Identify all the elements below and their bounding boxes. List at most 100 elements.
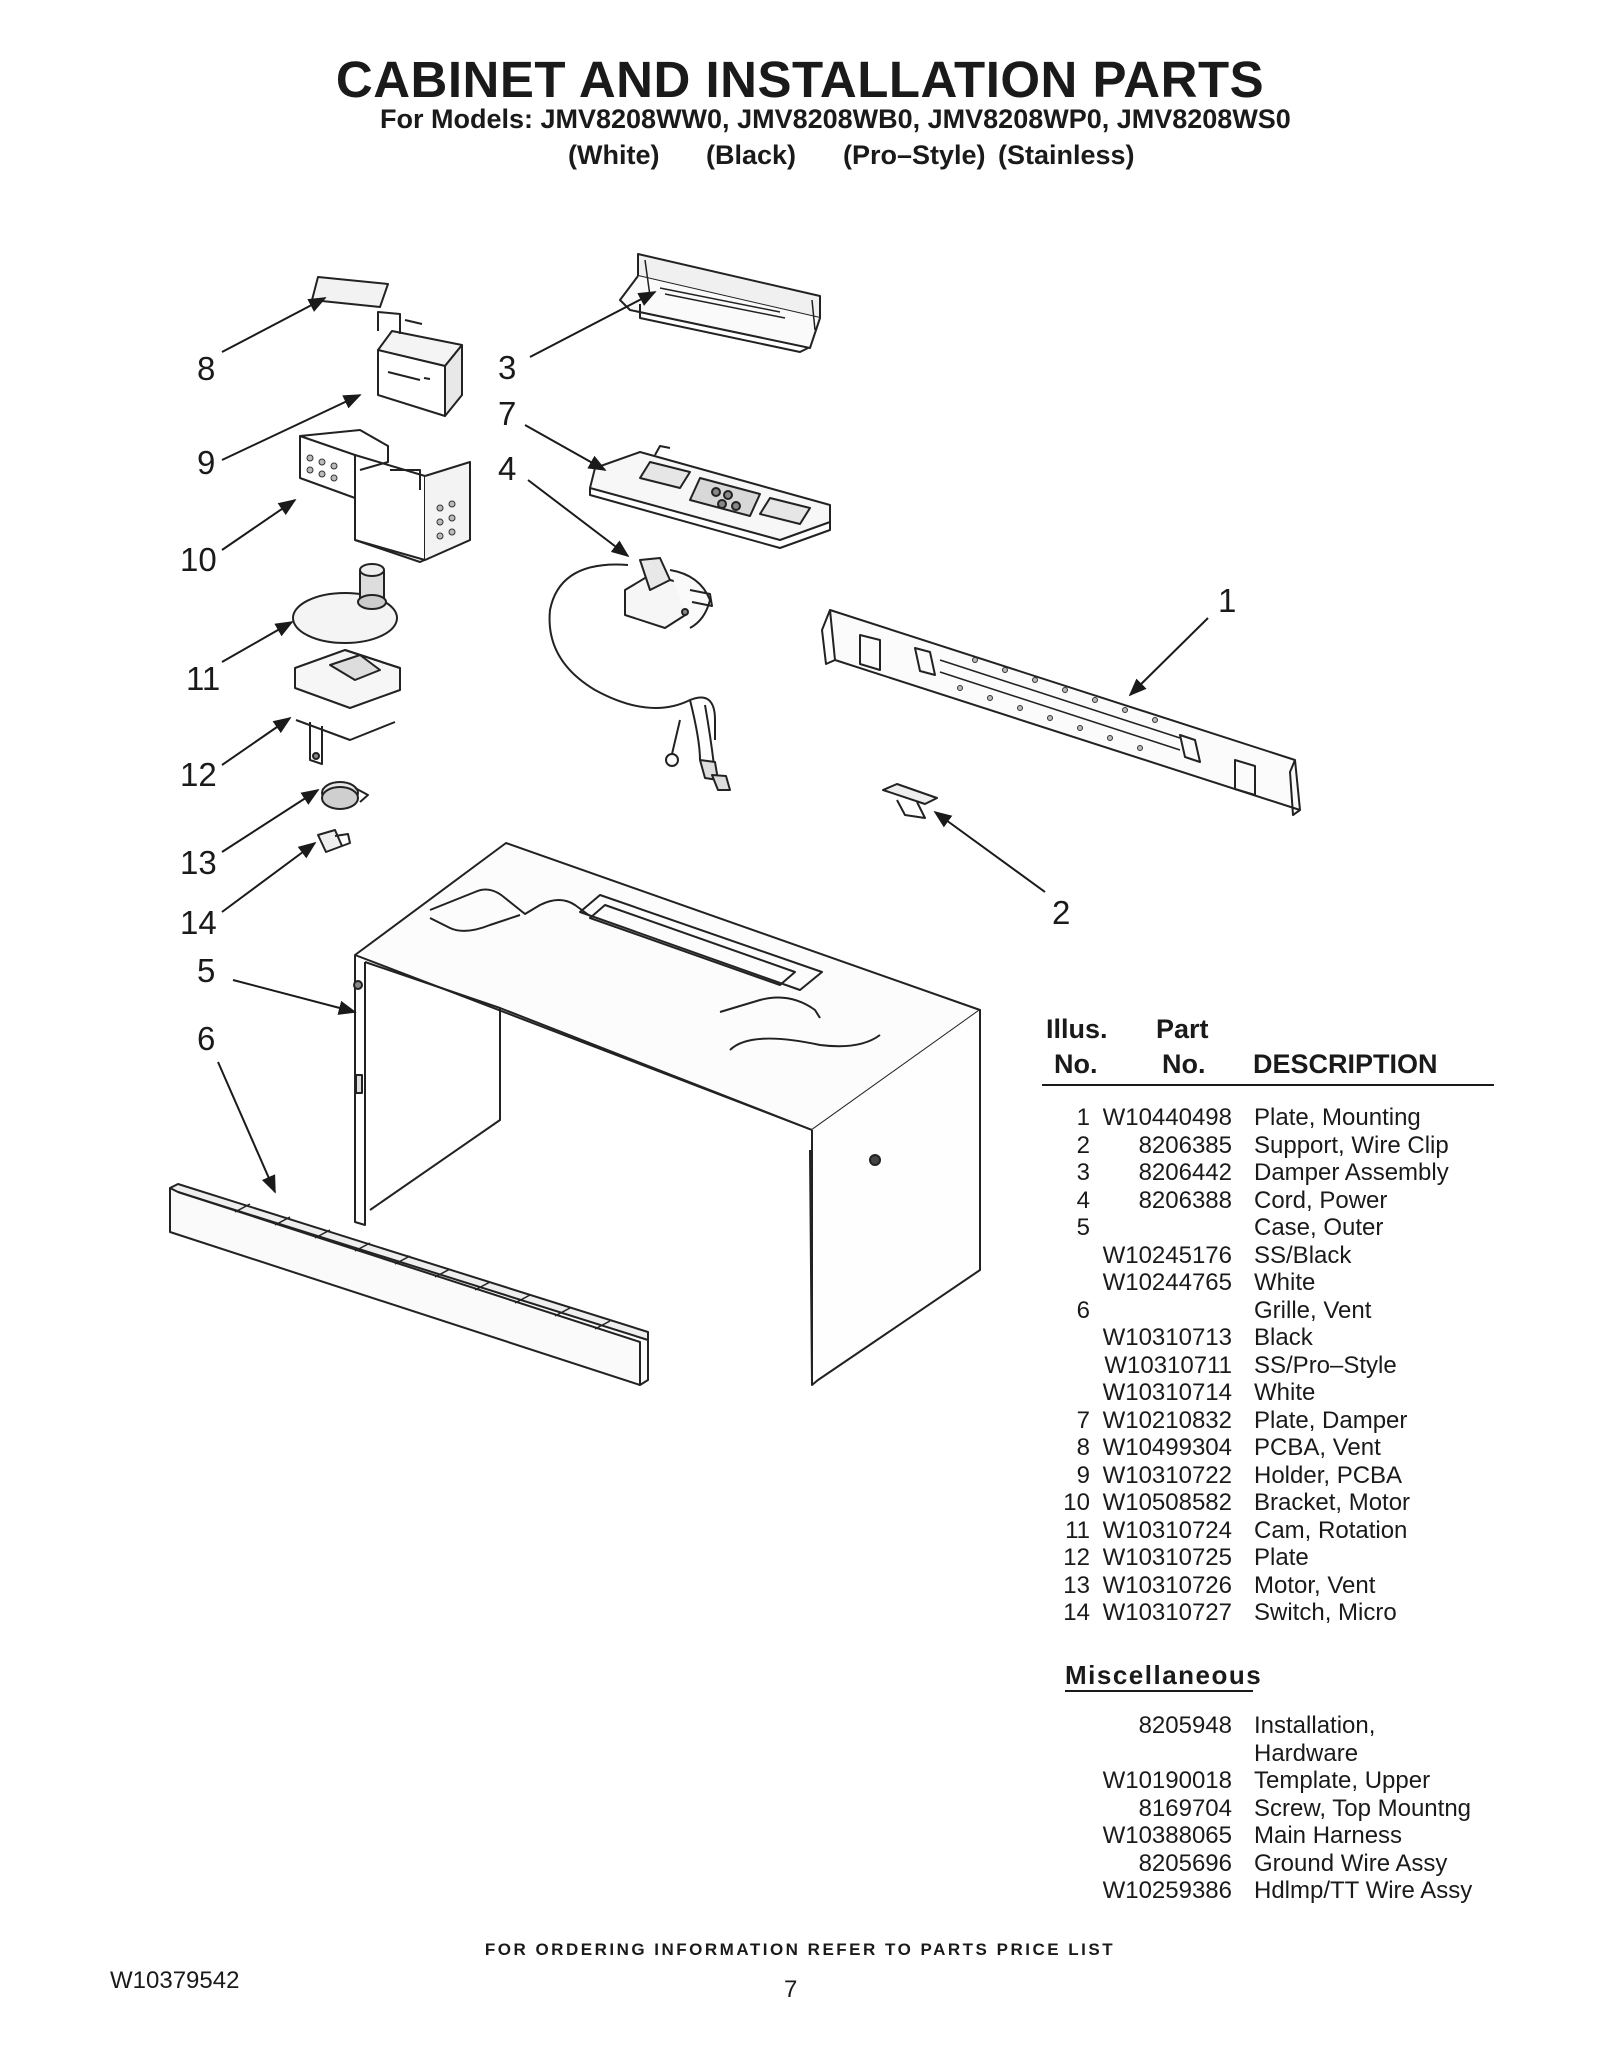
part-description: Damper Assembly <box>1254 1159 1449 1186</box>
part-description: Hdlmp/TT Wire Assy <box>1254 1877 1473 1904</box>
part-number: 8205948 <box>1138 1712 1232 1739</box>
part-13-vent-motor <box>321 781 369 810</box>
callout-14: 14 <box>180 904 217 941</box>
table-row: 9 W10310722 Holder, PCBA <box>0 1462 1600 1490</box>
part-description: Template, Upper <box>1254 1767 1431 1794</box>
illus-number: 10 <box>1063 1489 1090 1516</box>
part-number: 8206388 <box>1138 1187 1232 1214</box>
part-description: Grille, Vent <box>1254 1297 1372 1324</box>
part-description: Cam, Rotation <box>1254 1517 1408 1544</box>
callout-7: 7 <box>498 395 516 432</box>
part-3-damper-assembly <box>619 253 821 353</box>
illus-number: 4 <box>1076 1187 1090 1214</box>
misc-row: W10388065 Main Harness <box>0 1822 1600 1850</box>
illus-number: 9 <box>1076 1462 1090 1489</box>
part-10-motor-bracket <box>299 429 471 563</box>
page-title: CABINET AND INSTALLATION PARTS <box>335 51 1265 108</box>
illus-number: 6 <box>1076 1297 1090 1324</box>
part-number: W10310714 <box>1102 1379 1232 1406</box>
part-number: W10499304 <box>1102 1434 1232 1461</box>
part-8-pcba-vent <box>311 276 389 308</box>
part-5-outer-case <box>353 842 981 1386</box>
part-number: 8169704 <box>1138 1795 1232 1822</box>
callout-1: 1 <box>1218 582 1236 619</box>
part-number: W10508582 <box>1102 1489 1232 1516</box>
header-part-top: Part <box>1156 1014 1209 1044</box>
callout-3: 3 <box>498 349 516 386</box>
illus-number: 8 <box>1076 1434 1090 1461</box>
part-number: W10310724 <box>1102 1517 1232 1544</box>
part-description: Holder, PCBA <box>1254 1462 1403 1489</box>
callout-5: 5 <box>197 952 215 989</box>
part-number: W10244765 <box>1102 1269 1232 1296</box>
part-description: Installation, <box>1254 1712 1376 1739</box>
ordering-note: FOR ORDERING INFORMATION REFER TO PARTS … <box>484 1940 1116 1959</box>
part-description: White <box>1254 1379 1316 1406</box>
part-number: W10310711 <box>1104 1352 1232 1379</box>
table-row: 4 8206388 Cord, Power <box>0 1187 1600 1215</box>
part-number: 8206385 <box>1138 1132 1232 1159</box>
part-description: Main Harness <box>1254 1822 1403 1849</box>
part-description: Cord, Power <box>1254 1187 1388 1214</box>
table-row: W10244765 White <box>0 1269 1600 1297</box>
part-description: Case, Outer <box>1254 1214 1384 1241</box>
part-1-mounting-plate <box>821 609 1301 816</box>
variant-stainless: (Stainless) <box>998 140 1135 170</box>
callout-12: 12 <box>180 756 217 793</box>
misc-underline <box>1065 1690 1253 1692</box>
header-illus-bottom: No. <box>1054 1049 1098 1079</box>
callout-4: 4 <box>498 450 516 487</box>
header-description: DESCRIPTION <box>1253 1049 1438 1079</box>
variant-white: (White) <box>568 140 660 170</box>
part-6-vent-grille <box>169 1183 649 1386</box>
part-number: W10310722 <box>1102 1462 1232 1489</box>
document-number: W10379542 <box>110 1967 240 1994</box>
table-row: W10310711 SS/Pro–Style <box>0 1352 1600 1380</box>
part-number: W10259386 <box>1102 1877 1232 1904</box>
part-description: Ground Wire Assy <box>1254 1850 1448 1877</box>
part-description: SS/Black <box>1254 1242 1352 1269</box>
part-number: W10310725 <box>1102 1544 1232 1571</box>
header-rule <box>1042 1084 1494 1086</box>
illus-number: 2 <box>1076 1132 1090 1159</box>
illus-number: 1 <box>1076 1104 1090 1131</box>
part-number: W10388065 <box>1102 1822 1232 1849</box>
misc-row: W10259386 Hdlmp/TT Wire Assy <box>0 1877 1600 1905</box>
part-7-damper-plate <box>589 445 831 549</box>
table-row: W10310714 White <box>0 1379 1600 1407</box>
part-description: White <box>1254 1269 1316 1296</box>
part-2-wire-clip-support <box>882 783 938 819</box>
callout-6: 6 <box>197 1020 215 1057</box>
part-4-power-cord <box>548 557 731 791</box>
variant-pro-style: (Pro–Style) <box>843 140 986 170</box>
part-12-plate <box>294 649 401 765</box>
models-line: For Models: JMV8208WW0, JMV8208WB0, JMV8… <box>380 104 1291 134</box>
part-number: W10210832 <box>1102 1407 1232 1434</box>
part-number: W10190018 <box>1102 1767 1232 1794</box>
part-9-pcba-holder <box>377 311 463 417</box>
misc-row: W10190018 Template, Upper <box>0 1767 1600 1795</box>
header-illus-top: Illus. <box>1046 1014 1108 1044</box>
callout-9: 9 <box>197 444 215 481</box>
part-number: W10310713 <box>1102 1324 1232 1351</box>
misc-row: 8205948 Installation, <box>0 1712 1600 1740</box>
misc-row: Hardware <box>0 1740 1600 1768</box>
part-description: SS/Pro–Style <box>1254 1352 1397 1379</box>
callout-2: 2 <box>1052 894 1070 931</box>
illus-number: 3 <box>1076 1159 1090 1186</box>
illus-number: 7 <box>1076 1407 1090 1434</box>
callout-10: 10 <box>180 541 217 578</box>
page-number: 7 <box>784 1976 798 2003</box>
part-number: W10245176 <box>1102 1242 1232 1269</box>
part-number: W10310727 <box>1102 1599 1232 1626</box>
